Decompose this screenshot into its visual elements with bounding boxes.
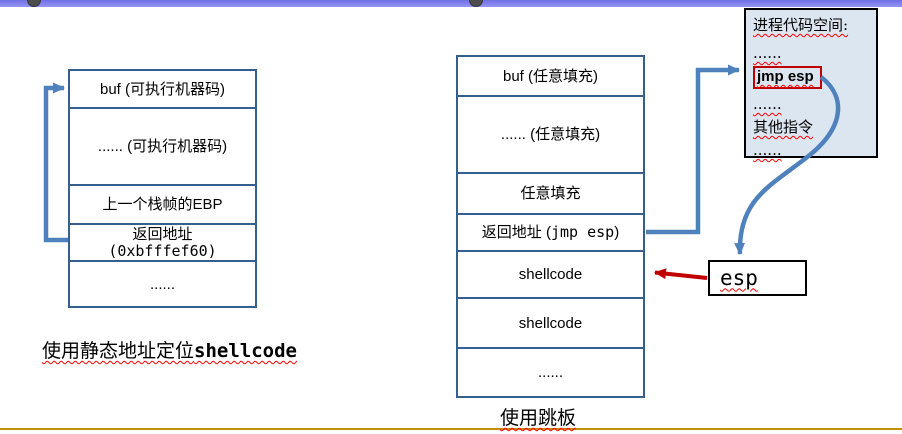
text-segment: buf (任意填充)	[502, 67, 598, 85]
text-segment: 返回地址 (	[481, 224, 551, 241]
code-space-line: 其他指令	[753, 117, 876, 138]
stack-row-label: ...... (任意填充)	[501, 126, 600, 143]
text-segment: 使用静态地址定位	[42, 340, 195, 362]
text-segment: 进程代码空间:	[753, 16, 849, 34]
return-address-to-buf-arrow	[43, 82, 68, 243]
text-segment: shellcode	[194, 340, 297, 362]
code-space-text: ......	[753, 95, 782, 113]
stack-row-label: 任意填充	[520, 185, 580, 202]
stack-row: 返回地址(0xbfffef60)	[70, 223, 255, 260]
esp-register-box: esp	[708, 260, 807, 296]
trampoline-caption: 使用跳板	[500, 403, 576, 430]
stack-row-label: shellcode	[519, 266, 582, 283]
stack-row-label: 返回地址 (jmp esp)	[481, 223, 620, 242]
stack-row-label: 上一个栈帧的EBP	[102, 196, 222, 213]
text-segment: ......	[753, 44, 782, 62]
code-space-line: ......	[753, 43, 876, 64]
text-segment: 任意填充	[520, 185, 581, 202]
text-segment: 使用跳板	[500, 407, 577, 429]
stack-row-label: ......	[538, 364, 563, 381]
stack-row: buf (任意填充)	[458, 57, 643, 95]
jmp-esp-highlight-box: jmp esp	[753, 66, 822, 89]
stack-row-label: ......	[150, 276, 175, 293]
code-space-line: 进程代码空间:	[753, 15, 876, 36]
stack-row: buf (可执行机器码)	[70, 71, 255, 107]
esp-label: esp	[720, 266, 758, 291]
code-space-text: 其他指令	[753, 118, 814, 136]
stack-row: shellcode	[458, 297, 643, 347]
stack-row-label: shellcode	[519, 315, 582, 332]
text-segment: shellcode	[518, 266, 583, 283]
stack-row: shellcode	[458, 250, 643, 297]
stack-row: ......	[458, 347, 643, 396]
stack-row-label: buf (可执行机器码)	[100, 81, 225, 98]
trampoline-stack: buf (任意填充) ...... (任意填充) 任意填充返回地址 (jmp esp…	[456, 55, 645, 398]
text-segment: jmp esp	[757, 68, 814, 85]
code-space-line: ......	[753, 94, 876, 115]
process-code-space-box: 进程代码空间:...... jmp esp...... 其他指令......	[744, 8, 878, 161]
text-segment: 上一个栈帧的EBP	[102, 196, 223, 213]
slide-bottom-rule	[0, 428, 902, 430]
static-address-stack: buf (可执行机器码) ...... (可执行机器码) 上一个栈帧的EBP 返回地址…	[68, 69, 257, 308]
text-segment: 返回地址	[132, 225, 193, 243]
text-segment: esp	[720, 265, 758, 290]
text-segment: jmp esp	[550, 223, 615, 241]
text-segment: shellcode	[518, 314, 583, 332]
stack-row: ...... (任意填充)	[458, 95, 643, 172]
stack-row-label: buf (任意填充)	[503, 68, 598, 85]
text-segment: (0xbfffef60)	[108, 241, 217, 260]
stack-row-label: ...... (可执行机器码)	[98, 138, 227, 155]
stack-row-label: 返回地址(0xbfffef60)	[108, 226, 216, 260]
code-space-line: ......	[753, 140, 876, 161]
code-space-text: ......	[753, 141, 782, 159]
code-space-text: 进程代码空间:	[753, 16, 849, 34]
stack-row: ...... (可执行机器码)	[70, 107, 255, 184]
static-address-caption: 使用静态地址定位shellcode	[42, 336, 297, 363]
esp-to-shellcode-arrow	[654, 268, 708, 280]
text-segment: ...... (任意填充)	[500, 126, 601, 143]
text-segment: ......	[149, 275, 175, 293]
text-segment: ......	[753, 141, 782, 159]
text-segment: ...... (可执行机器码)	[97, 138, 228, 155]
return-address-to-jmp-esp-arrow	[646, 64, 740, 235]
code-space-text: ......	[753, 44, 782, 62]
text-segment: ......	[753, 95, 782, 113]
stack-row: ......	[70, 260, 255, 306]
stack-row: 上一个栈帧的EBP	[70, 184, 255, 223]
top-window-bar	[0, 0, 902, 7]
text-segment: buf (可执行机器码)	[99, 80, 225, 98]
text-segment: 其他指令	[753, 118, 814, 136]
text-segment: )	[614, 224, 620, 241]
text-segment: ......	[537, 364, 563, 381]
stack-row: 任意填充	[458, 172, 643, 213]
stack-row: 返回地址 (jmp esp)	[458, 213, 643, 250]
jmp-esp-line: jmp esp	[753, 66, 876, 89]
